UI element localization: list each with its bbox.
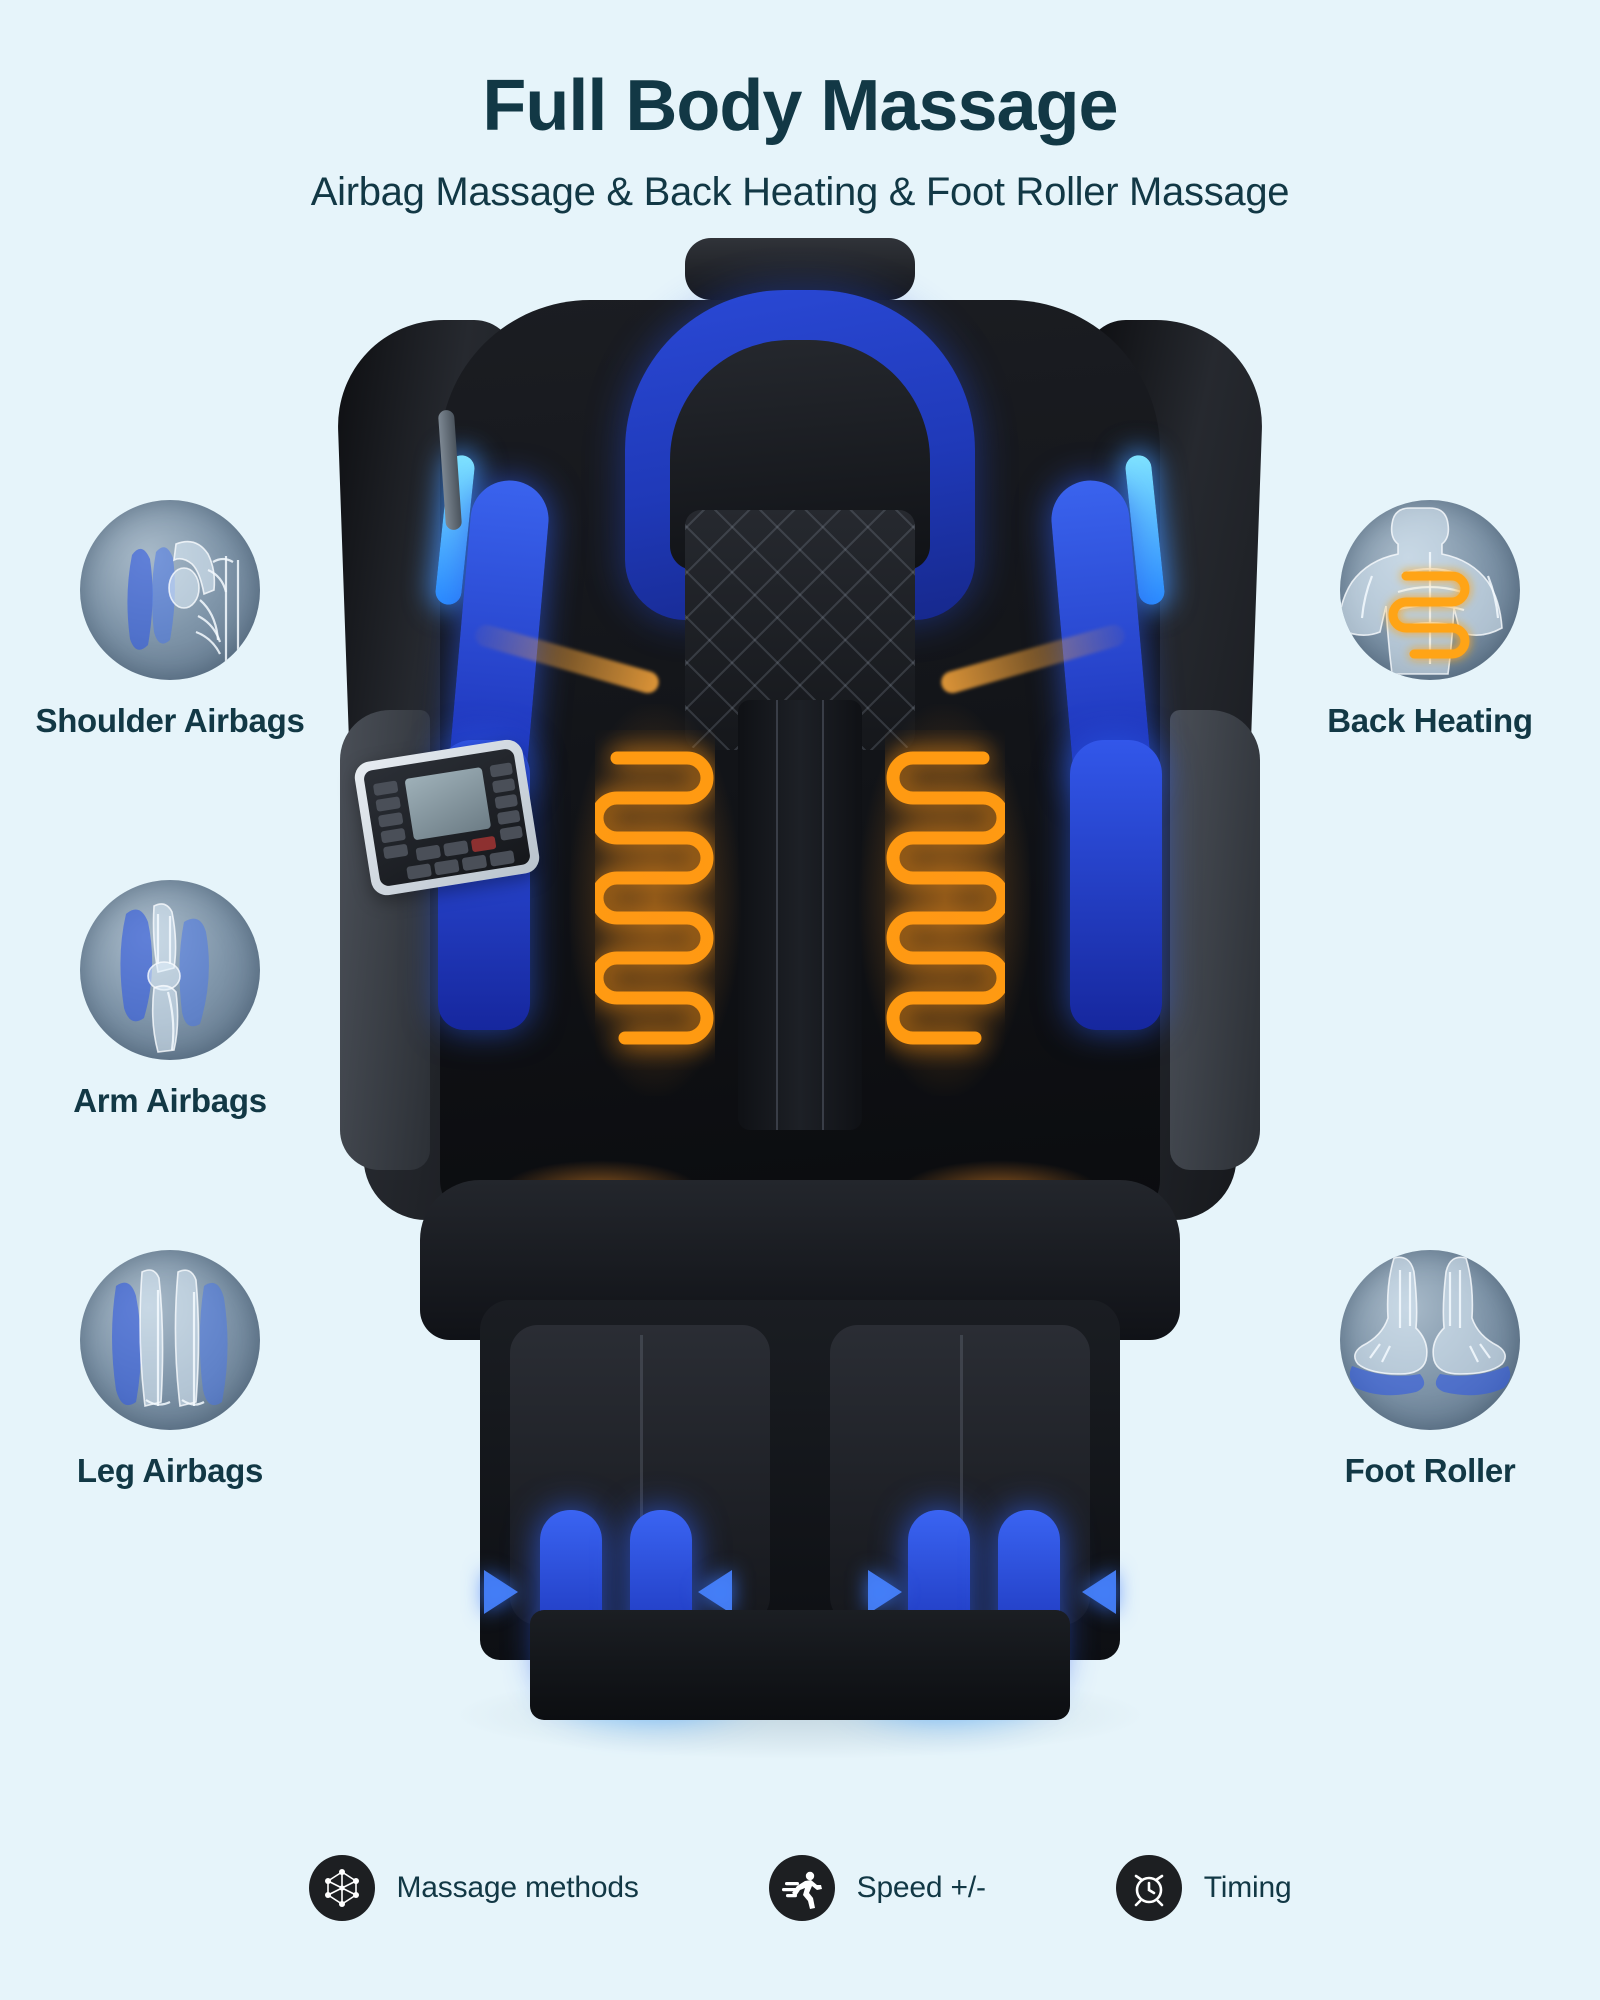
bottom-item-label: Massage methods [396,1871,639,1904]
chair-base [530,1610,1070,1720]
header: Full Body Massage Airbag Massage & Back … [0,0,1600,212]
remote-button[interactable] [406,863,432,880]
heating-glow-left [569,704,741,1096]
remote-button[interactable] [499,825,524,841]
heating-coil-right-svg [886,751,1010,1045]
remote-control[interactable] [352,737,542,898]
remote-button[interactable] [491,778,516,794]
remote-button[interactable] [380,827,406,844]
bottom-item-timing: Timing [1115,1855,1292,1921]
chair-spine-column [738,700,862,1130]
feature-label: Leg Airbags [76,1452,264,1489]
back-heating-xray-icon [1340,500,1520,680]
remote-button[interactable] [375,796,401,812]
calf-divider-left [640,1335,643,1615]
feet-xray-icon [1340,1250,1520,1430]
alarm-clock-svg [1134,1874,1164,1907]
chair-armrest-right [1170,710,1260,1170]
leg-xray-icon [80,1250,260,1430]
remote-button[interactable] [489,762,514,778]
chair-head-pillow [685,238,915,300]
page-title: Full Body Massage [482,66,1118,146]
back-heating-xray-svg [1340,507,1503,675]
network-nodes-icon [308,1855,375,1921]
remote-button[interactable] [443,840,469,857]
bottom-item-speed: Speed +/- [768,1855,986,1921]
remote-button[interactable] [415,844,442,862]
feature-arm-airbags: Arm Airbags [10,880,330,1120]
feature-label: Shoulder Airbags [35,702,305,739]
remote-button-power[interactable] [470,835,497,853]
compression-arrow-2-icon [698,1570,732,1614]
arm-xray-icon [80,880,260,1060]
remote-body [362,747,532,888]
remote-button[interactable] [489,850,515,867]
shoulder-xray-icon [80,500,260,680]
heating-coil-right [859,704,1031,1096]
running-person-svg [781,1871,822,1909]
calf-divider-right [960,1335,963,1615]
feature-shoulder-airbags: Shoulder Airbags [10,500,330,740]
feet-xray-svg [1349,1256,1511,1396]
compression-arrow-3-icon [868,1570,902,1614]
feature-label: Back Heating [1327,702,1533,739]
remote-button[interactable] [496,809,521,825]
feature-back-heating: Back Heating [1270,500,1590,740]
bottom-feature-strip: Massage methods Speed +/- [0,1855,1600,1921]
alarm-clock-icon [1115,1855,1182,1921]
feature-leg-airbags: Leg Airbags [10,1250,330,1490]
arm-xray-svg [120,903,209,1053]
remote-button[interactable] [372,780,399,797]
remote-button[interactable] [377,812,404,828]
feature-foot-roller: Foot Roller [1270,1250,1590,1490]
page-subtitle: Airbag Massage & Back Heating & Foot Rol… [310,170,1290,214]
bottom-item-label: Timing [1203,1871,1292,1904]
running-person-icon [768,1855,835,1921]
compression-arrow-4-icon [1082,1570,1116,1614]
network-nodes-svg [324,1869,359,1907]
remote-button[interactable] [494,793,519,810]
heating-glow-right [859,704,1031,1096]
shoulder-xray-svg [127,540,240,666]
heating-coil-left [569,704,741,1096]
remote-button[interactable] [461,854,488,872]
leg-xray-svg [112,1269,228,1407]
compression-arrow-1-icon [484,1570,518,1614]
feature-label: Arm Airbags [73,1082,267,1119]
remote-lcd-screen [404,766,492,841]
feature-label: Foot Roller [1344,1452,1516,1489]
arm-airbag-right [1070,740,1162,1030]
remote-button[interactable] [433,858,460,876]
remote-button[interactable] [382,843,409,860]
massage-chair-image [334,238,1266,1800]
bottom-item-massage-methods: Massage methods [308,1855,639,1921]
heating-coil-left-svg [590,751,714,1045]
bottom-item-label: Speed +/- [856,1871,986,1904]
